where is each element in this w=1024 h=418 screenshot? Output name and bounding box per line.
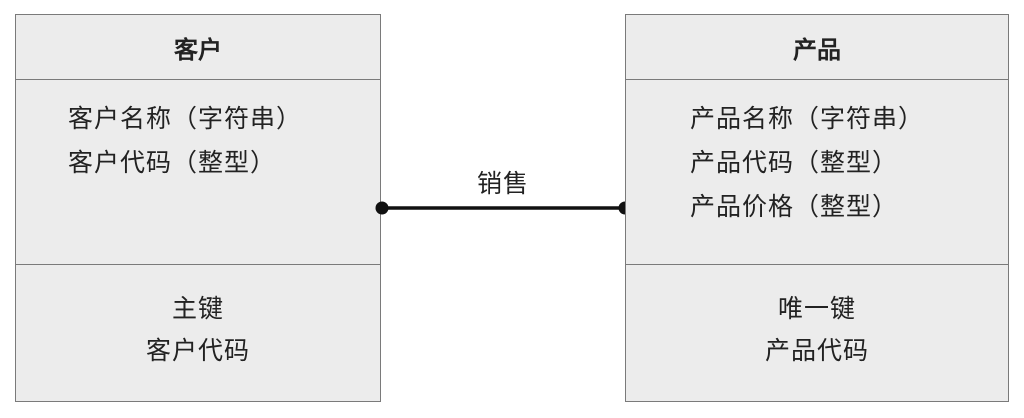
entity-customer-attributes: 客户名称（字符串） 客户代码（整型） [16,79,380,265]
attribute-product-code: 产品代码（整型） [690,148,899,177]
attribute-product-name: 产品名称（字符串） [690,104,925,133]
key-field-product-code: 产品代码 [764,336,869,365]
key-field-customer-code: 客户代码 [145,336,250,365]
entity-customer-key: 主键 客户代码 [16,265,380,401]
entity-product-attributes: 产品名称（字符串） 产品代码（整型） 产品价格（整型） [626,79,1008,265]
attribute-customer-code: 客户代码（整型） [68,148,277,177]
entity-product-title: 产品 [626,15,1008,80]
entity-customer: 客户 客户名称（字符串） 客户代码（整型） 主键 客户代码 [15,14,381,402]
relationship-endpoint-left [375,201,389,215]
relationship-label: 销售 [476,169,529,198]
entity-customer-title: 客户 [16,15,380,80]
key-type-primary: 主键 [171,294,224,323]
entity-product: 产品 产品名称（字符串） 产品代码（整型） 产品价格（整型） 唯一键 产品代码 [625,14,1009,402]
attribute-customer-name: 客户名称（字符串） [68,104,303,133]
key-type-unique: 唯一键 [777,294,856,323]
entity-product-key: 唯一键 产品代码 [626,265,1008,401]
attribute-product-price: 产品价格（整型） [690,192,899,221]
